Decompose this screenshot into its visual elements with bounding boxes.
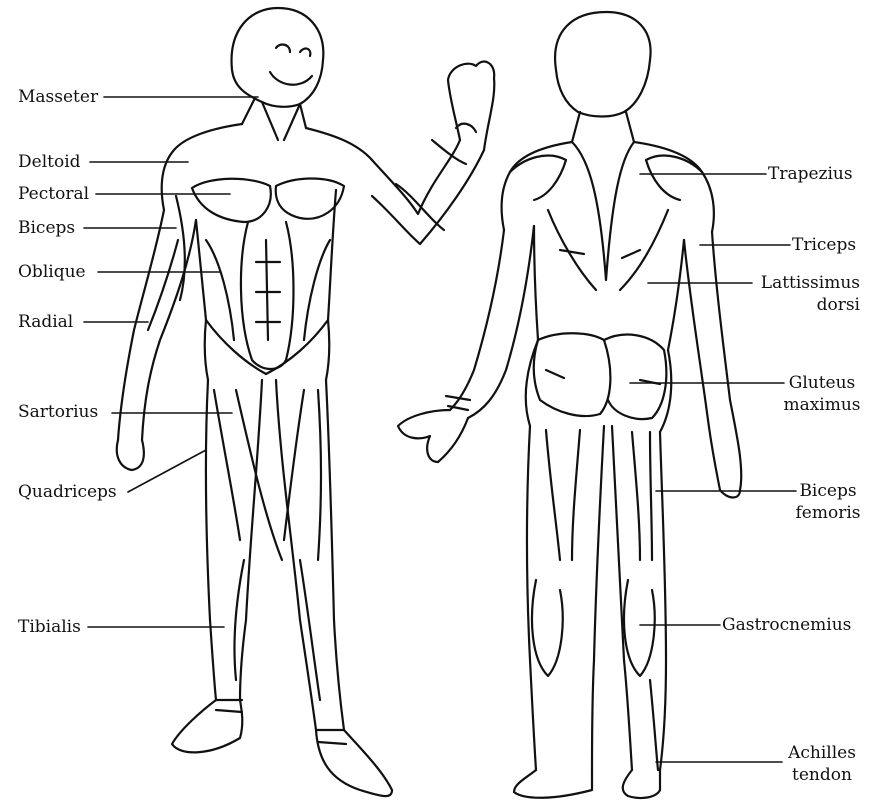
label-biceps-femoris-line2: femoris <box>792 502 864 524</box>
label-achilles-line2: tendon <box>780 764 864 786</box>
label-latissimus-line1: Lattissimus <box>752 272 860 294</box>
label-deltoid: Deltoid <box>18 151 81 173</box>
front-muscle-lines <box>148 45 476 744</box>
label-tibialis: Tibialis <box>18 616 81 638</box>
back-muscle-lines <box>446 142 702 770</box>
label-masseter: Masseter <box>18 86 98 108</box>
front-body-outline <box>117 8 495 796</box>
label-pectoral: Pectoral <box>18 183 89 205</box>
back-body-outline <box>398 12 741 798</box>
label-quadriceps: Quadriceps <box>18 481 117 503</box>
label-sartorius: Sartorius <box>18 401 98 423</box>
label-achilles-tendon: Achilles tendon <box>780 742 864 786</box>
label-gastrocnemius: Gastrocnemius <box>722 614 851 636</box>
label-oblique: Oblique <box>18 261 86 283</box>
label-achilles-line1: Achilles <box>780 742 864 764</box>
label-leader-lines <box>84 97 796 762</box>
label-biceps-femoris-line1: Biceps <box>792 480 864 502</box>
label-biceps: Biceps <box>18 217 75 239</box>
label-latissimus-dorsi: Lattissimus dorsi <box>752 272 860 316</box>
label-gluteus-line1: Gluteus <box>780 372 864 394</box>
label-radial: Radial <box>18 311 73 333</box>
label-trapezius: Trapezius <box>768 163 853 185</box>
label-gluteus-line2: maximus <box>780 394 864 416</box>
label-triceps: Triceps <box>792 234 856 256</box>
label-latissimus-line2: dorsi <box>752 294 860 316</box>
label-gluteus-maximus: Gluteus maximus <box>780 372 864 416</box>
label-biceps-femoris: Biceps femoris <box>792 480 864 524</box>
